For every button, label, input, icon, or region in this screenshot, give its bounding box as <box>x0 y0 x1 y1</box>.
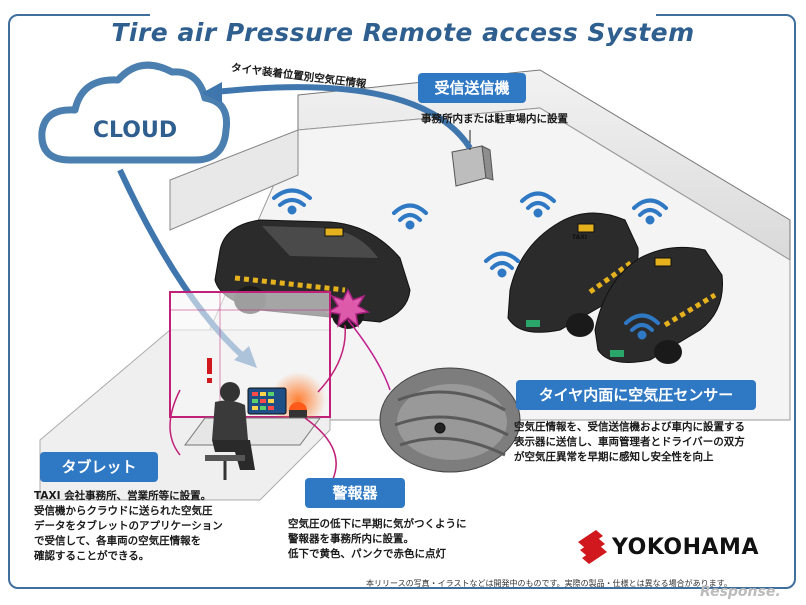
link-sensor-to-alarm <box>317 324 347 393</box>
callout-line-tablet <box>169 389 181 456</box>
warning-exclamation-icon <box>207 358 212 383</box>
title-background <box>150 14 656 50</box>
tablet-heading: タブレット <box>40 452 158 482</box>
sensor-line: 空気圧情報を、受信送信機および車内に設置する <box>514 421 745 433</box>
tire-closeup-image <box>379 367 521 473</box>
callout-line-sensor <box>347 319 391 391</box>
tablet-device-icon <box>247 387 287 415</box>
wifi-icon <box>392 203 428 230</box>
receiver-description: 事務所内または駐車場内に設置 <box>421 113 568 125</box>
footnote: 本リリースの写真・イラストなどは開発中のものです。実際の製品・仕様とは異なる場合… <box>366 579 732 588</box>
tablet-line: 確認することができる。 <box>34 550 150 562</box>
sensor-line: 表示器に送信し、車両管理者とドライバーの双方 <box>514 436 745 448</box>
alarm-line: 警報器を事務所内に設置。 <box>288 533 414 545</box>
alarm-lamp-icon <box>289 402 307 418</box>
yokohama-logo-mark <box>578 530 607 564</box>
tablet-line: で受信して、各車両の空気圧情報を <box>34 535 202 547</box>
receiver-heading: 受信送信機 <box>418 73 526 103</box>
taxi-roof-sign: TAXI <box>572 234 588 241</box>
receiver-device-icon <box>451 130 494 187</box>
wifi-icon <box>632 198 668 225</box>
alarm-line: 空気圧の低下に早期に気がつくように <box>288 518 467 530</box>
tablet-line: 受信機からクラウドに送られた空気圧 <box>34 505 213 517</box>
office-worker-figure <box>205 382 255 480</box>
arrow-receiver-to-cloud <box>214 84 473 150</box>
sensor-line: が空気圧異常を早期に感知し安全性を向上 <box>514 451 714 463</box>
diagram-title: Tire air Pressure Remote access System <box>111 18 695 47</box>
wifi-icon <box>484 251 520 278</box>
wifi-icon <box>520 191 556 218</box>
tire-sensor-burst-icon <box>325 288 371 328</box>
cloud-icon <box>38 61 231 164</box>
alarm-line: 低下で黄色、パンクで赤色に点灯 <box>288 548 447 560</box>
desk <box>184 417 321 446</box>
watermark: Response. <box>700 584 781 600</box>
tablet-line: データをタブレットのアプリケーション <box>34 520 223 532</box>
sensor-heading: タイヤ内面に空気圧センサー <box>516 380 756 410</box>
tablet-line: TAXI 会社事務所、営業所等に設置。 <box>34 490 212 502</box>
wifi-icon <box>272 188 312 215</box>
cloud-label: CLOUD <box>92 118 178 143</box>
wifi-icon <box>624 313 660 340</box>
taxi-car-3 <box>594 246 724 364</box>
wifi-signals <box>272 188 668 340</box>
alarm-heading: 警報器 <box>305 478 405 508</box>
arrowhead-to-cloud <box>202 82 222 103</box>
brand-logo-text: YOKOHAMA <box>612 535 759 560</box>
